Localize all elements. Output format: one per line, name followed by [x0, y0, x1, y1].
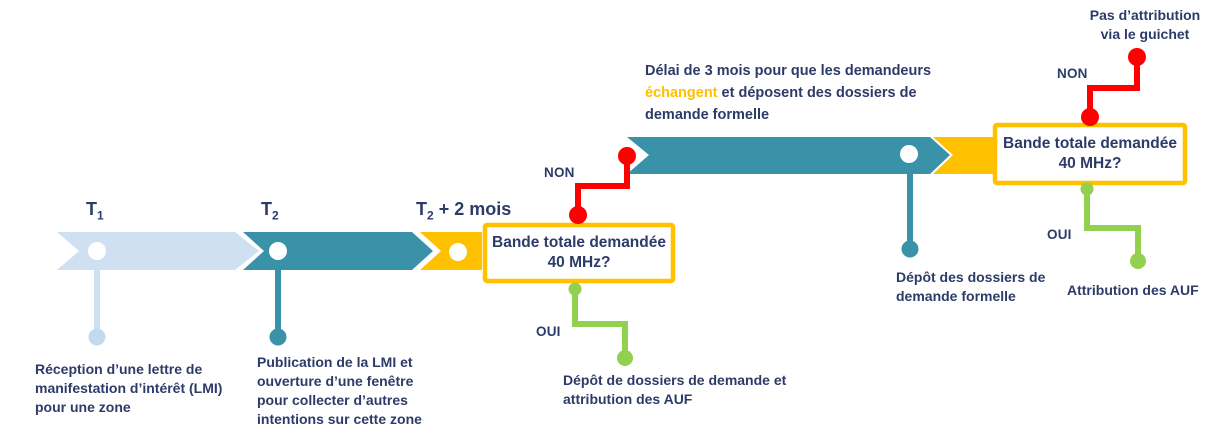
oui-connector-1-dot-bottom	[617, 350, 633, 366]
caption-publication-line3: pour collecter d’autres	[257, 392, 408, 408]
non-connector-2	[1087, 57, 1140, 115]
decision-box-1-border	[482, 222, 676, 284]
caption-depot-formel-line2: demande formelle	[896, 288, 1016, 304]
timeline-arrow-exchange	[627, 137, 950, 174]
caption-publication-line1: Publication de la LMI et	[257, 354, 413, 370]
caption-depot-formel-line1: Dépôt des dossiers de	[896, 269, 1046, 285]
caption-reception-line2: manifestation d’intérêt (LMI)	[35, 380, 223, 396]
milestone-ball-3	[901, 240, 919, 258]
timeline-arrow-t1	[57, 232, 259, 270]
oui-connector-1-dot-top	[568, 282, 582, 296]
caption-depot-attribution-line2: attribution des AUF	[563, 391, 693, 407]
t1-sub: 1	[97, 208, 104, 223]
milestone-label-t2: T2	[261, 199, 279, 223]
milestone-label-t1: T1	[86, 199, 104, 223]
caption-no-attribution-line2: via le guichet	[1100, 26, 1190, 42]
caption-depot-attribution: Dépôt de dossiers de demande et attribut…	[563, 371, 786, 409]
milestone-dot-4	[900, 145, 918, 163]
delay-note: Délai de 3 mois pour que les demandeurs …	[645, 60, 931, 126]
t2plus-sub: 2	[427, 208, 434, 223]
caption-depot-attribution-line1: Dépôt de dossiers de demande et	[563, 372, 787, 388]
milestone-dot-2	[269, 242, 287, 260]
non-connector-2-dot-top	[1128, 48, 1146, 66]
milestone-dot-3	[449, 243, 467, 261]
oui-connector-2	[1084, 188, 1141, 259]
decision-box-2-line1: Bande totale demandée	[1003, 135, 1177, 152]
decision-box-2: Bande totale demandée 40 MHz?	[993, 124, 1187, 184]
delay-note-line1: Délai de 3 mois pour que les demandeurs	[645, 63, 932, 79]
caption-no-attribution-line1: Pas d’attribution	[1089, 7, 1201, 23]
milestone-label-t2-plus-2: T2 + 2 mois	[416, 199, 512, 223]
milestone-ball-1	[88, 328, 106, 346]
decision-box-1-line2: 40 MHz?	[547, 254, 611, 271]
milestone-dot-1	[88, 242, 106, 260]
caption-attribution-line1: Attribution des AUF	[1067, 282, 1199, 298]
t2-sub: 2	[272, 208, 279, 223]
t2-base: T	[261, 199, 272, 219]
caption-no-attribution: Pas d’attribution via le guichet	[1083, 6, 1207, 44]
caption-publication-lmi: Publication de la LMI et ouverture d’une…	[257, 353, 422, 429]
oui-connector-1	[572, 288, 628, 356]
delay-note-line3: demande formelle	[645, 107, 770, 123]
oui-label-1: OUI	[536, 324, 561, 339]
decision-box-1: Bande totale demandée 40 MHz?	[483, 223, 675, 283]
non-connector-1	[575, 156, 630, 213]
non-label-2: NON	[1057, 66, 1088, 81]
milestone-ball-2	[269, 328, 287, 346]
delay-note-highlight: échangent	[645, 85, 718, 101]
decision-box-2-line2: 40 MHz?	[1058, 155, 1122, 172]
delay-note-line2: échangent et déposent des dossiers de	[645, 82, 931, 104]
caption-reception-lmi: Réception d’une lettre de manifestation …	[35, 360, 222, 417]
t1-base: T	[86, 199, 97, 219]
caption-attribution-auf: Attribution des AUF	[1067, 281, 1199, 300]
timeline-arrow-t2	[243, 232, 433, 270]
non-connector-1-dot-bottom	[569, 206, 587, 224]
t2plus-rest: + 2 mois	[433, 199, 512, 219]
caption-depot-formel: Dépôt des dossiers de demande formelle	[896, 268, 1045, 306]
caption-reception-line3: pour une zone	[35, 399, 131, 415]
t2plus-base: T	[416, 199, 427, 219]
caption-reception-line1: Réception d’une lettre de	[35, 361, 203, 377]
oui-label-2: OUI	[1047, 227, 1072, 242]
non-connector-1-dot-top	[618, 147, 636, 165]
caption-publication-line4: intentions sur cette zone	[257, 411, 422, 427]
caption-publication-line2: ouverture d’une fenêtre	[257, 373, 414, 389]
timeline-arrow-yellow-2	[933, 137, 995, 174]
oui-connector-2-dot-bottom	[1130, 253, 1146, 269]
decision-box-1-line1: Bande totale demandée	[492, 234, 666, 251]
non-connector-2-dot-bottom	[1081, 108, 1099, 126]
non-label-1: NON	[544, 165, 575, 180]
oui-connector-2-dot-top	[1080, 182, 1094, 196]
delay-note-line2-rest: et déposent des dossiers de	[717, 85, 917, 101]
